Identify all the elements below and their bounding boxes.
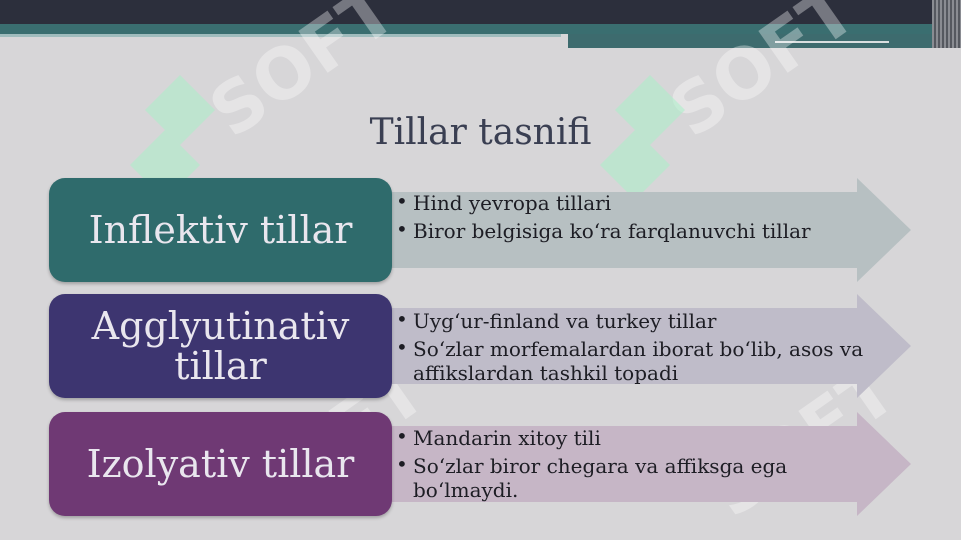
bullet-item: So‘zlar biror chegara va affiksga ega bo… bbox=[396, 452, 876, 502]
category-box: Inflektiv tillar bbox=[49, 178, 392, 282]
bullet-item: Hind yevropa tillari bbox=[396, 189, 876, 215]
watermark-logo-icon bbox=[600, 75, 685, 200]
top-stripe bbox=[0, 24, 961, 34]
bullet-item: Mandarin xitoy tili bbox=[396, 424, 876, 450]
tab-block bbox=[568, 34, 941, 48]
slide-title: Tillar tasnifi bbox=[369, 112, 592, 153]
right-edge-decoration bbox=[932, 0, 961, 48]
top-bar bbox=[0, 0, 961, 24]
category-box: Izolyativ tillar bbox=[49, 412, 392, 516]
bullet-list: Mandarin xitoy tili So‘zlar biror chegar… bbox=[396, 424, 876, 506]
top-line bbox=[0, 34, 561, 37]
tab-line bbox=[775, 41, 889, 43]
category-box: Agglyutinativ tillar bbox=[49, 294, 392, 398]
bullet-item: Biror belgisiga ko‘ra farqlanuvchi tilla… bbox=[396, 217, 876, 243]
bullet-list: Hind yevropa tillari Biror belgisiga ko‘… bbox=[396, 189, 876, 247]
bullet-item: So‘zlar morfemalardan iborat bo‘lib, aso… bbox=[396, 335, 876, 385]
bullet-item: Uyg‘ur-finland va turkey tillar bbox=[396, 307, 876, 333]
bullet-list: Uyg‘ur-finland va turkey tillar So‘zlar … bbox=[396, 307, 876, 389]
